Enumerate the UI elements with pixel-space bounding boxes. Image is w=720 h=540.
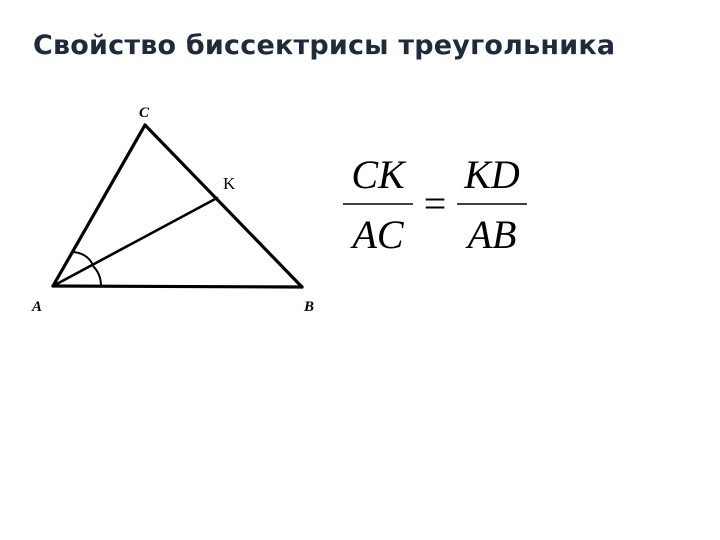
vertex-label-b: B (303, 299, 314, 315)
side-cb (143, 123, 304, 289)
formula-left-numerator: CK (351, 152, 407, 197)
bisector-ak (51, 196, 219, 288)
vertex-label-a: A (31, 299, 42, 315)
slide-title: Свойство биссектрисы треугольника (33, 30, 616, 61)
vertex-label-c: C (139, 105, 150, 121)
point-label-k: K (223, 174, 236, 193)
formula-equals-sign: = (424, 181, 447, 226)
angle-arc-lower (92, 265, 102, 287)
side-ac (51, 123, 147, 288)
side-ab (51, 284, 304, 289)
formula-left-denominator: AC (349, 212, 404, 257)
formula-right-numerator: KD (463, 152, 520, 197)
ratio-formula: CK AC = KD AB (343, 152, 527, 257)
angle-arc-upper (72, 251, 94, 266)
formula-right-denominator: AB (465, 212, 517, 257)
